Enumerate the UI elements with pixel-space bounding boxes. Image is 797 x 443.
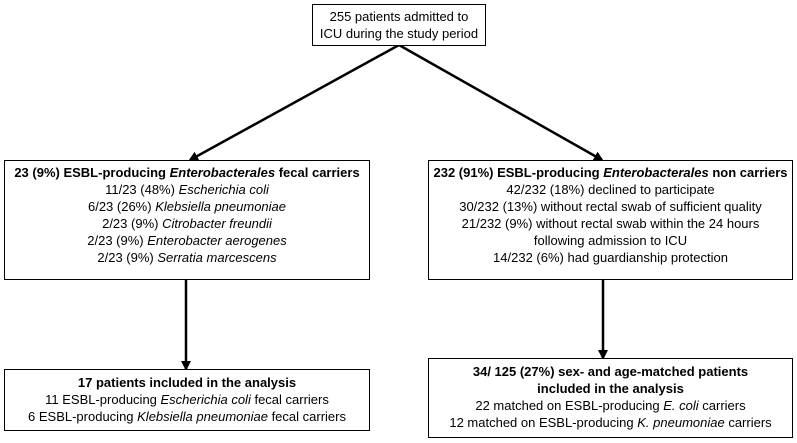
non-carriers-header: 232 (91%) ESBL-producing Enterobacterale… [433,165,788,180]
box-fecal-carriers: 23 (9%) ESBL-producing Enterobacterales … [4,160,370,280]
included-line-1: 11 ESBL-producing Escherichia coli fecal… [45,392,329,407]
matched-line-2: 12 matched on ESBL-producing K. pneumoni… [449,415,772,430]
carrier-item: 2/23 (9%) Serratia marcescens [97,250,277,265]
carriers-header: 23 (9%) ESBL-producing Enterobacterales … [14,165,360,180]
arrow-top-to-right [398,43,604,162]
exclusion-item: following admission to ICU [533,233,688,248]
carrier-item: 2/23 (9%) Citrobacter freundii [102,216,272,231]
exclusion-item: 21/232 (9%) without rectal swab within t… [461,216,760,231]
exclusion-item: 14/232 (6%) had guardianship protection [493,250,728,265]
exclusion-item: 30/232 (13%) without rectal swab of suff… [459,199,762,214]
admitted-line-2: ICU during the study period [319,26,479,41]
carrier-item: 2/23 (9%) Enterobacter aerogenes [87,233,287,248]
box-matched-patients: 34/ 125 (27%) sex- and age-matched patie… [428,358,793,438]
exclusion-item: 42/232 (18%) declined to participate [506,182,715,197]
matched-header-2: included in the analysis [537,381,684,396]
box-non-carriers: 232 (91%) ESBL-producing Enterobacterale… [428,160,793,280]
admitted-line-1: 255 patients admitted to [329,9,469,24]
arrow-top-to-left [188,43,400,162]
matched-line-1: 22 matched on ESBL-producing E. coli car… [475,398,746,413]
included-line-2: 6 ESBL-producing Klebsiella pneumoniae f… [28,409,346,424]
carrier-item: 6/23 (26%) Klebsiella pneumoniae [87,199,286,214]
box-admitted-patients: 255 patients admitted to ICU during the … [312,4,486,46]
included-header: 17 patients included in the analysis [77,375,297,390]
carrier-item: 11/23 (48%) Escherichia coli [105,182,269,197]
box-included-analysis: 17 patients included in the analysis 11 … [4,369,370,431]
matched-header-1: 34/ 125 (27%) sex- and age-matched patie… [472,364,749,379]
